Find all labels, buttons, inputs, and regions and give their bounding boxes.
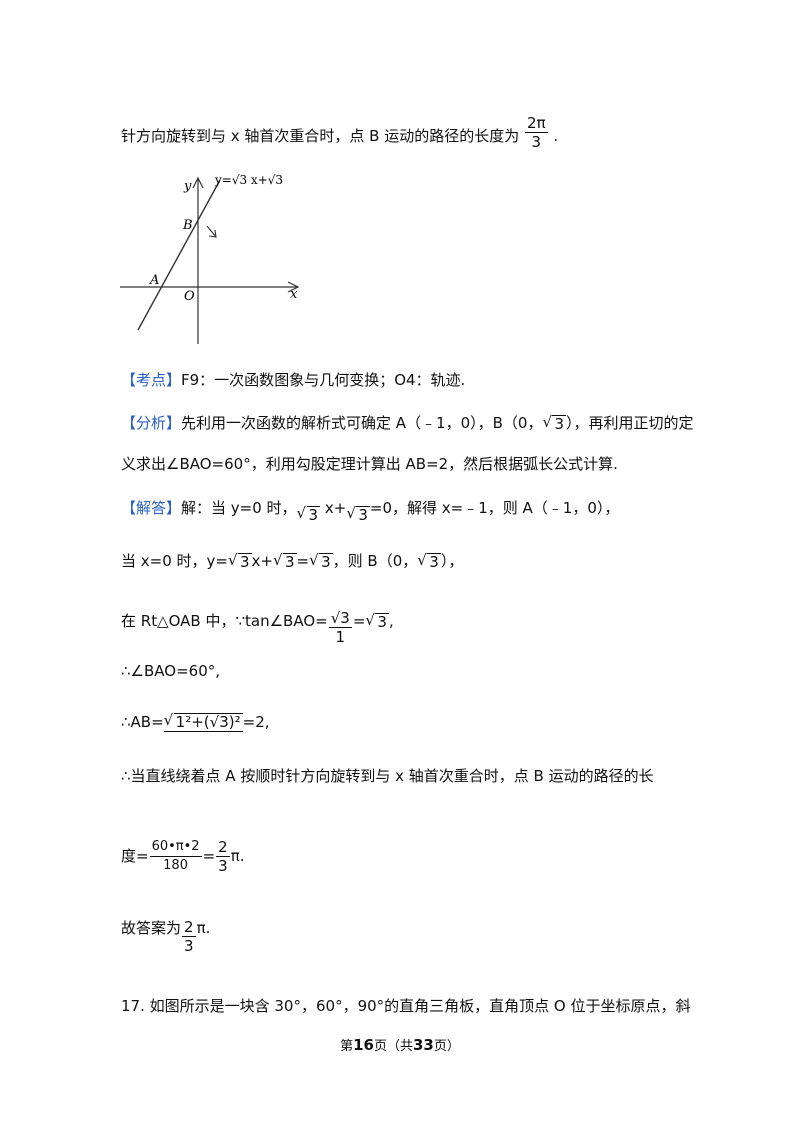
sqrt-radicand: 3 bbox=[282, 552, 297, 571]
fenxi-tag: 【分析】 bbox=[121, 414, 182, 432]
arc-denominator: 180 bbox=[163, 858, 188, 873]
jieda-line-3: 在 Rt△OAB 中，∵tan∠BAO=√31=3, bbox=[121, 603, 394, 646]
sqrt-radicand: 3 bbox=[427, 552, 441, 571]
fenxi-line-2: 义求出∠BAO=60°，利用勾股定理计算出 AB=2，然后根据弧长公式计算. bbox=[121, 453, 618, 474]
sqrt-3: 3 bbox=[417, 551, 441, 571]
graph-point-a: A bbox=[149, 273, 159, 288]
graph-equation: y=√3 x+√3 bbox=[214, 173, 283, 187]
question-17: 17. 如图所示是一块含 30°，60°，90°的直角三角板，直角顶点 O 位于… bbox=[121, 995, 691, 1016]
page-total: 33 bbox=[413, 1036, 434, 1054]
tan-numerator: √3 bbox=[328, 609, 352, 628]
jieda-text-4: ∴∠BAO=60°, bbox=[121, 662, 221, 680]
sqrt-3: 3 bbox=[297, 504, 321, 524]
graph-x-label: x bbox=[290, 287, 298, 302]
graph-point-b: B bbox=[182, 218, 193, 233]
kaodian-line: 【考点】F9：一次函数图象与几何变换；O4：轨迹. bbox=[121, 369, 465, 390]
kaodian-tag: 【考点】 bbox=[121, 371, 182, 389]
arc-numerator: 60•π•2 bbox=[149, 838, 202, 857]
sqrt-expression: 1²+(√3)² bbox=[163, 711, 243, 732]
sqrt-radicand: 3 bbox=[375, 612, 389, 631]
jieda-text-7b: = bbox=[202, 847, 216, 865]
jieda-text-3d: , bbox=[388, 612, 394, 630]
fenxi-text-2: 义求出∠BAO=60°，利用勾股定理计算出 AB=2，然后根据弧长公式计算. bbox=[121, 455, 618, 473]
jieda-text-8b: π. bbox=[196, 919, 211, 937]
graph-origin: O bbox=[184, 289, 195, 304]
sqrt-3: 3 bbox=[346, 504, 370, 524]
jieda-text-5a: ∴AB= bbox=[121, 713, 164, 731]
result-denominator: 3 bbox=[218, 857, 228, 875]
jieda-text-1e: =0，解得 x=﹣1，则 A（﹣1，0）， bbox=[369, 499, 620, 517]
sqrt-radicand: 1²+(√3)² bbox=[173, 713, 243, 731]
fenxi-text-1c: ），再利用正切的定 bbox=[566, 414, 694, 432]
kaodian-text: F9：一次函数图象与几何变换；O4：轨迹. bbox=[181, 371, 466, 389]
sqrt-radicand: 3 bbox=[319, 552, 333, 571]
sqrt-radicand: 3 bbox=[306, 505, 321, 524]
question-17-text: 17. 如图所示是一块含 30°，60°，90°的直角三角板，直角顶点 O 位于… bbox=[121, 997, 691, 1015]
final-denominator: 3 bbox=[184, 937, 194, 955]
footer-middle: 页（共 bbox=[373, 1039, 413, 1054]
page-number: 16 bbox=[353, 1036, 374, 1054]
sqrt-radicand: 3 bbox=[237, 552, 252, 571]
jieda-text-2e: = bbox=[296, 552, 310, 570]
sqrt-3: 3 bbox=[365, 611, 389, 631]
answer-end: . bbox=[553, 127, 559, 145]
jieda-text-3b: = bbox=[352, 612, 366, 630]
jieda-line-2: 当 x=0 时，y=3x+3=3，则 B（0，3）， bbox=[121, 550, 463, 571]
jieda-line-1: 【解答】解：当 y=0 时，3 x+3=0，解得 x=﹣1，则 A（﹣1，0）， bbox=[121, 497, 620, 523]
footer-prefix: 第 bbox=[340, 1039, 354, 1054]
sqrt-radicand: 3 bbox=[552, 414, 567, 433]
jieda-text-2a: 当 x=0 时，y= bbox=[121, 552, 228, 570]
jieda-text-3a: 在 Rt△OAB 中，∵tan∠BAO= bbox=[121, 612, 328, 630]
jieda-text-7c: π. bbox=[230, 847, 245, 865]
jieda-text-5c: =2, bbox=[242, 713, 270, 731]
jieda-text-2i: ）， bbox=[440, 552, 464, 570]
answer-line-text: 针方向旋转到与 x 轴首次重合时，点 B 运动的路径的长度为 bbox=[121, 127, 520, 145]
jieda-text-1c: x+ bbox=[324, 499, 347, 517]
answer-line: 针方向旋转到与 x 轴首次重合时，点 B 运动的路径的长度为 2π 3 . bbox=[121, 114, 559, 155]
sqrt-radicand: 3 bbox=[356, 505, 370, 524]
sqrt-3: 3 bbox=[542, 413, 567, 433]
jieda-tag: 【解答】 bbox=[121, 499, 182, 517]
result-numerator: 2 bbox=[216, 838, 230, 857]
jieda-text-2c: x+ bbox=[251, 552, 273, 570]
sqrt-3: 3 bbox=[309, 551, 333, 571]
jieda-text-8a: 故答案为 bbox=[121, 919, 182, 937]
fenxi-text-1a: 先利用一次函数的解析式可确定 A（﹣1，0），B（0， bbox=[181, 414, 543, 432]
answer-numerator: 2π bbox=[525, 114, 548, 133]
answer-fraction: 2π 3 bbox=[525, 114, 548, 151]
jieda-line-4: ∴∠BAO=60°, bbox=[121, 662, 220, 680]
sqrt-3: 3 bbox=[273, 551, 297, 571]
jieda-text-7a: 度= bbox=[121, 847, 149, 865]
tan-denominator: 1 bbox=[335, 628, 346, 646]
jieda-text-6: ∴当直线绕着点 A 按顺时针方向旋转到与 x 轴首次重合时，点 B 运动的路径的… bbox=[121, 767, 654, 785]
page-footer: 第16页（共33页） bbox=[0, 1035, 800, 1054]
footer-suffix: 页） bbox=[433, 1039, 460, 1054]
fenxi-line-1: 【分析】先利用一次函数的解析式可确定 A（﹣1，0），B（0， 3），再利用正切的… bbox=[121, 412, 694, 433]
answer-denominator: 3 bbox=[531, 133, 542, 151]
final-numerator: 2 bbox=[182, 918, 196, 937]
jieda-text-2g: ，则 B（0， bbox=[332, 552, 418, 570]
linear-function-graph: y y=√3 x+√3 B A O x bbox=[120, 173, 300, 344]
jieda-line-5: ∴AB= 1²+(√3)²=2, bbox=[121, 711, 270, 732]
sqrt-3: 3 bbox=[228, 551, 252, 571]
jieda-line-6: ∴当直线绕着点 A 按顺时针方向旋转到与 x 轴首次重合时，点 B 运动的路径的… bbox=[121, 765, 654, 786]
jieda-text-1a: 解：当 y=0 时， bbox=[181, 499, 297, 517]
graph-y-label: y bbox=[183, 179, 192, 194]
